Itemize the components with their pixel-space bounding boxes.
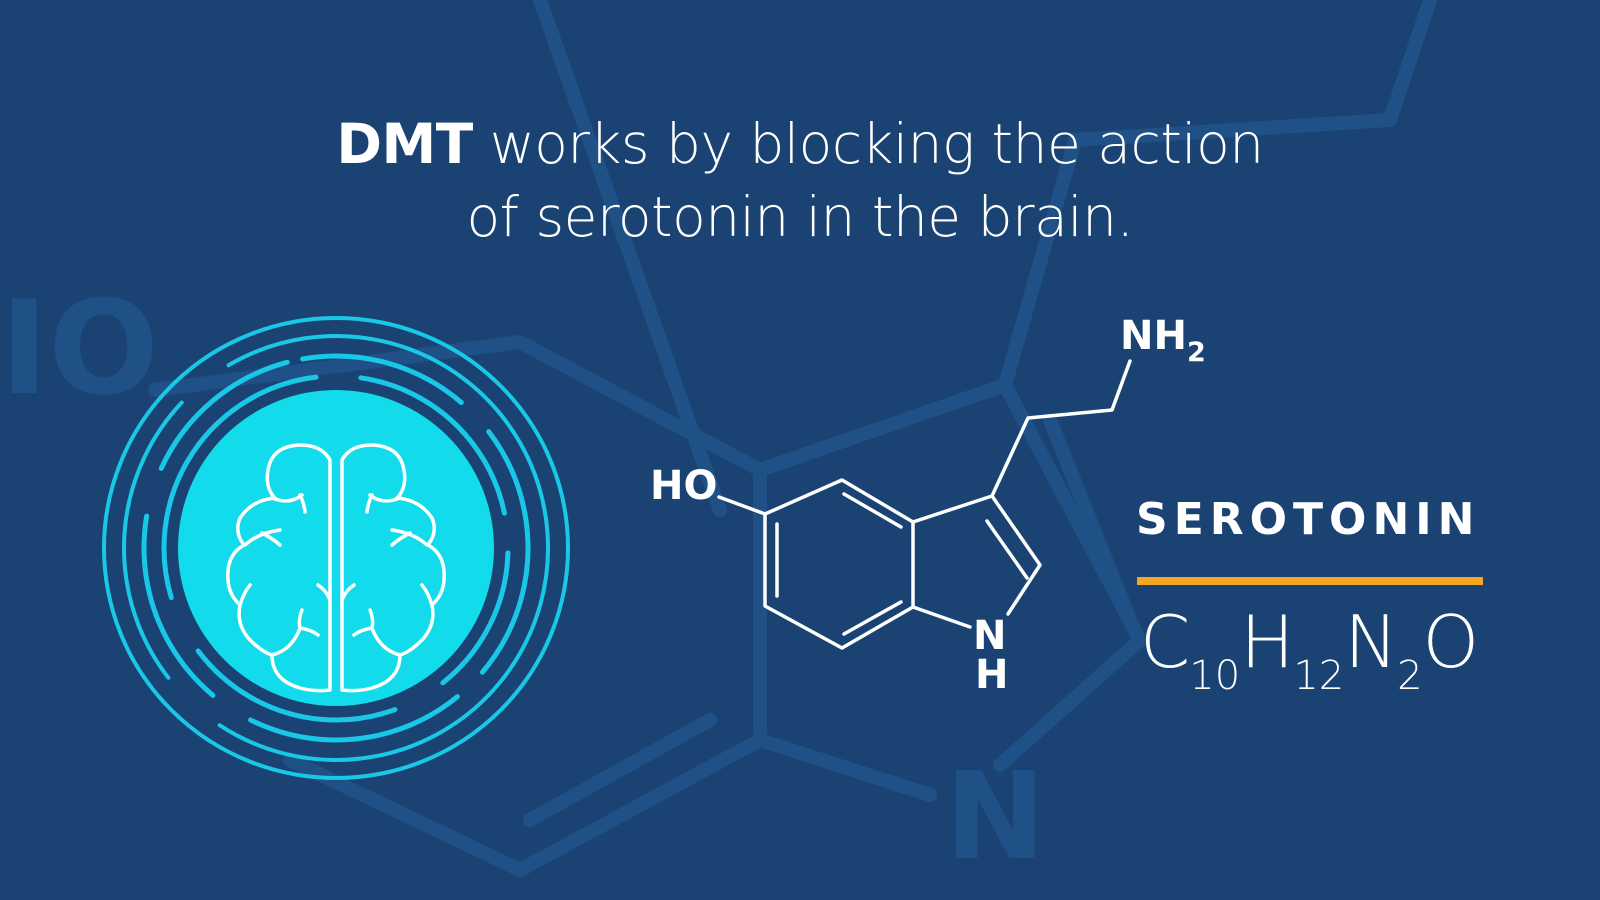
headline-line-1: DMT works by blocking the action (0, 108, 1600, 181)
accent-divider (1137, 577, 1483, 585)
label-ring-hydrogen: H (975, 652, 1009, 698)
headline-line-1-rest: works by blocking the action (472, 112, 1264, 176)
headline-bold-dmt: DMT (336, 112, 473, 176)
brain-icon (226, 443, 446, 693)
formula-element-n: N (1344, 600, 1398, 684)
formula-count-n: 2 (1397, 653, 1423, 699)
watermark-label-o: IO (0, 272, 159, 424)
serotonin-structure (717, 359, 1132, 650)
label-amine: NH2 (1120, 316, 1206, 366)
concentric-rings-icon (102, 316, 570, 780)
watermark-label-n: N (945, 748, 1045, 887)
compound-name: SEROTONIN (1136, 494, 1481, 545)
label-amine-main: NH (1120, 313, 1187, 359)
formula-element-c: C (1140, 600, 1190, 684)
formula-count-h: 12 (1293, 653, 1345, 699)
label-ring-nitrogen: N (973, 613, 1007, 659)
formula-element-h: H (1240, 600, 1294, 684)
formula-element-o: O (1422, 600, 1480, 684)
formula-count-c: 10 (1189, 653, 1241, 699)
headline-line-2: of serotonin in the brain. (466, 185, 1134, 249)
brain-icon-background (178, 390, 494, 706)
label-amine-subscript: 2 (1186, 337, 1206, 368)
headline: DMT works by blocking the action of sero… (0, 108, 1600, 254)
chemical-formula: C10H12N2O (1140, 606, 1479, 699)
label-hydroxyl: HO (650, 463, 718, 509)
